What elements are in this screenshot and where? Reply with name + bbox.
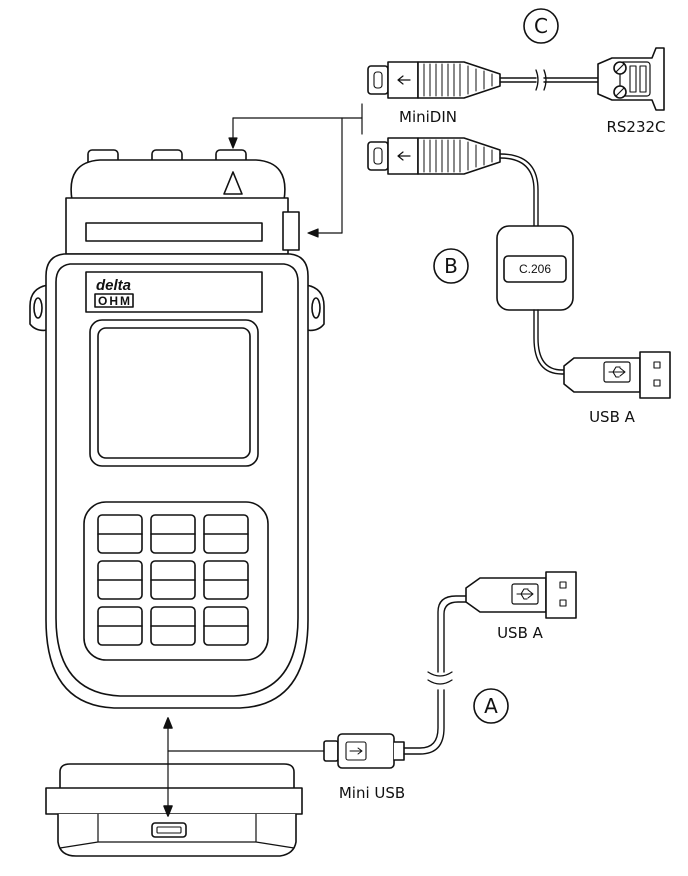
minidin-plug-boot-c [417, 61, 501, 99]
minidin-plug-tip-c [367, 65, 389, 95]
ear-hole-right [311, 297, 321, 319]
logo-line-2: OHM [98, 294, 132, 308]
usb-a-plug-b [563, 357, 641, 393]
warning-triangle-icon [223, 171, 243, 195]
option-c-circle [523, 8, 559, 44]
option-a-circle [473, 688, 509, 724]
usb-a-plug-a [465, 577, 547, 613]
keypad-keys [97, 514, 249, 646]
option-c-letter: C [534, 14, 548, 38]
logo-ohm-box [94, 293, 134, 308]
label-usb-a-bottom: USB A [497, 624, 544, 642]
rs232c-connector [597, 47, 665, 111]
minidin-plug-boot-b [417, 137, 501, 175]
bottom-view-top [59, 763, 295, 789]
collar-slot [85, 222, 263, 242]
instrument-bottom-view [45, 763, 303, 857]
label-minidin: MiniDIN [399, 108, 457, 126]
bottom-view-band [45, 787, 303, 815]
label-rs232c: RS232C [606, 118, 665, 136]
text-labels: MiniDIN RS232C C.206 USB A USB A Mini US… [339, 108, 666, 802]
option-a-letter: A [484, 694, 498, 718]
label-usb-a-top: USB A [589, 408, 636, 426]
minidin-plug-tip-b [367, 141, 389, 171]
instrument-top-cap [70, 159, 286, 201]
option-b-circle [433, 248, 469, 284]
cable-a [167, 571, 577, 769]
instrument-body-inner [55, 263, 299, 697]
logo-line-1: delta [96, 277, 131, 294]
label-mini-usb: Mini USB [339, 784, 405, 802]
option-b-letter: B [444, 254, 458, 278]
usb-icon [608, 366, 626, 378]
mini-usb-plug-tip [323, 740, 339, 762]
label-converter: C.206 [519, 262, 551, 276]
option-markers: C B A [433, 8, 559, 724]
cable-c [367, 47, 665, 111]
bottom-view-arrow [163, 717, 173, 817]
converter-label-box [503, 255, 567, 283]
minidin-port[interactable] [282, 211, 300, 251]
cable-b [367, 137, 671, 399]
display-screen [97, 327, 251, 459]
handheld-instrument: delta OHM [29, 149, 325, 709]
ear-hole-left [33, 297, 43, 319]
minidin-pointer-lines [228, 103, 363, 238]
